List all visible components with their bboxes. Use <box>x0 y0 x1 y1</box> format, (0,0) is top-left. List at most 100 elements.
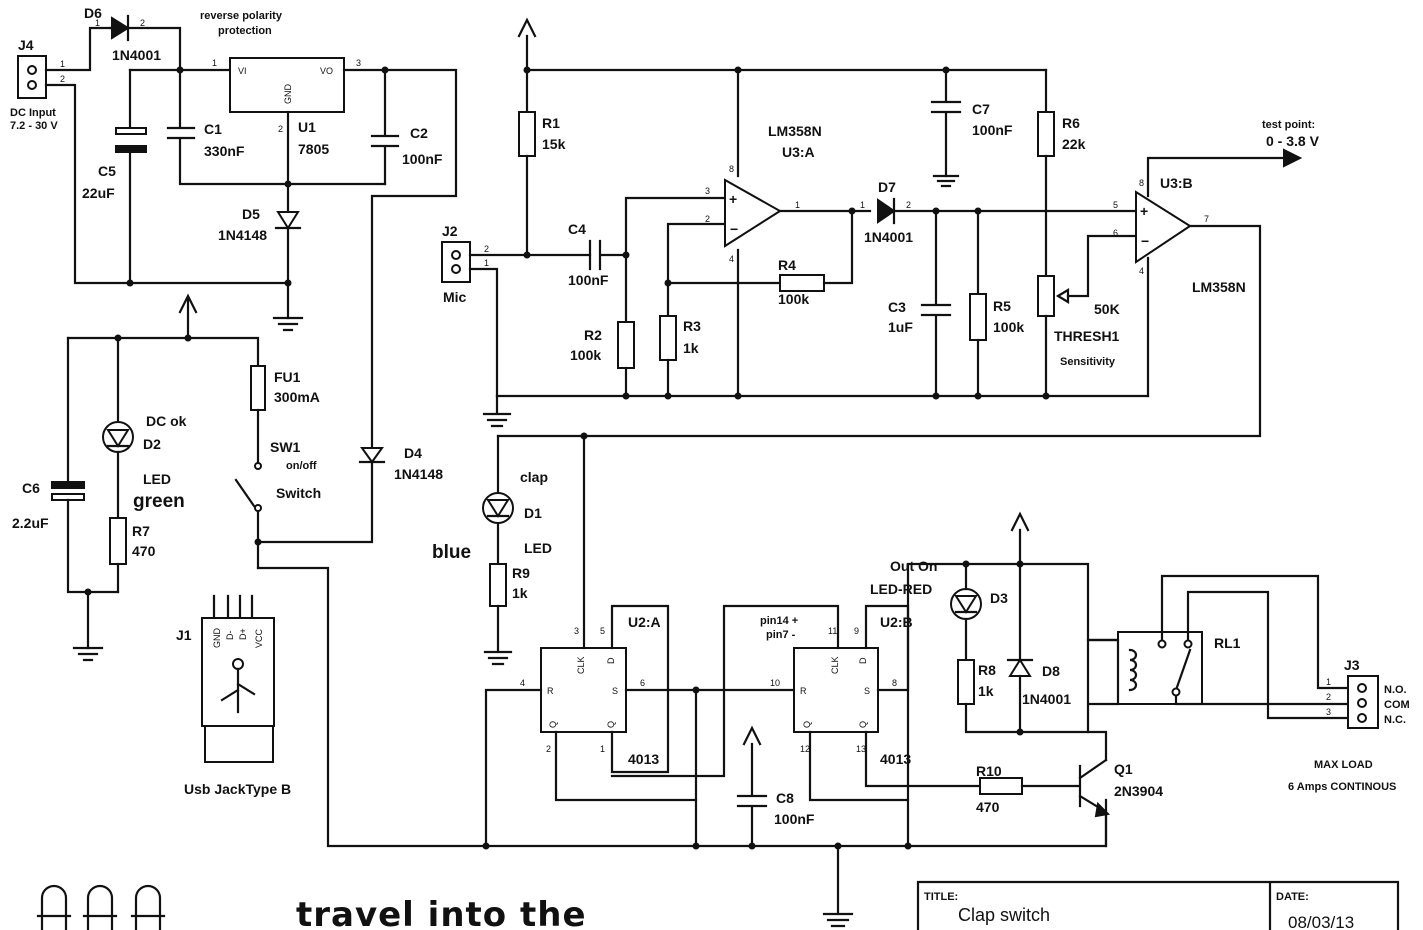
svg-text:GND: GND <box>283 84 293 105</box>
led-label-d1: LED <box>524 540 552 556</box>
r7-resistor: R7 470 <box>109 517 156 594</box>
j1-name: Usb JackType B <box>184 781 291 797</box>
c2-label: C2 <box>410 125 428 141</box>
c3-capacitor: C3 1uF <box>888 209 952 398</box>
d2-led: DC ok D2 LED green <box>102 336 187 520</box>
svg-text:CLK: CLK <box>830 656 840 674</box>
supply-arrow <box>517 17 537 72</box>
r8-value: 1k <box>978 683 994 699</box>
sw1-label: SW1 <box>270 439 301 455</box>
svg-text:Q: Q <box>802 721 812 728</box>
svg-text:2: 2 <box>705 214 710 224</box>
sw1-type: Switch <box>276 485 321 501</box>
svg-text:6: 6 <box>640 678 645 688</box>
svg-text:VO: VO <box>320 66 333 76</box>
thresh1-potentiometer: 50K THRESH1 Sensitivity <box>1037 234 1138 398</box>
svg-text:D: D <box>606 657 616 664</box>
r7-value: 470 <box>132 543 156 559</box>
j2-label: J2 <box>442 223 458 239</box>
svg-text:3: 3 <box>705 186 710 196</box>
out-on-label: Out On <box>890 558 937 574</box>
r8-resistor: R8 1k <box>957 659 1108 762</box>
svg-text:2: 2 <box>906 200 911 210</box>
ground-symbol <box>822 844 854 928</box>
max-load-label: MAX LOAD <box>1314 759 1373 771</box>
svg-text:11: 11 <box>828 626 837 636</box>
svg-text:R: R <box>800 686 807 696</box>
led-red-label: LED-RED <box>870 581 932 597</box>
d7-label: D7 <box>878 179 896 195</box>
svg-text:1: 1 <box>484 258 489 268</box>
j4-label: J4 <box>18 37 34 53</box>
svg-text:1: 1 <box>860 200 865 210</box>
d4-diode: D4 1N4148 <box>256 445 443 544</box>
d1-label: D1 <box>524 505 542 521</box>
d8-diode: D8 1N4001 <box>1006 511 1071 734</box>
com-label: COM <box>1384 699 1410 711</box>
pot-value: 50K <box>1094 301 1120 317</box>
svg-text:D: D <box>858 657 868 664</box>
r6-label: R6 <box>1062 115 1080 131</box>
pin-note-1: pin14 + <box>760 615 798 627</box>
wire <box>44 26 112 72</box>
svg-text:CLK: CLK <box>576 656 586 674</box>
r8-label: R8 <box>978 662 996 678</box>
c7-value: 100nF <box>972 122 1013 138</box>
supply-arrow <box>178 293 198 340</box>
r9-label: R9 <box>512 565 530 581</box>
j3-label: J3 <box>1344 657 1360 673</box>
u1-value: 7805 <box>298 141 329 157</box>
u2b-flipflop: CLK D R S Q Q U2:B 4013 pin14 + pin7 - 1… <box>610 604 982 848</box>
c5-label: C5 <box>98 163 116 179</box>
r1-value: 15k <box>542 136 566 152</box>
r3-value: 1k <box>683 340 699 356</box>
c4-value: 100nF <box>568 272 609 288</box>
c6-value: 2.2uF <box>12 515 49 531</box>
c5-value: 22uF <box>82 185 115 201</box>
d8-value: 1N4001 <box>1022 691 1071 707</box>
rev-polarity-label-2: protection <box>218 25 272 37</box>
svg-text:2: 2 <box>140 18 145 28</box>
c1-capacitor: C1 330nF <box>166 68 387 186</box>
thresh-label: THRESH1 <box>1054 328 1120 344</box>
svg-text:+: + <box>729 191 737 207</box>
c7-capacitor: C7 100nF <box>930 68 1013 188</box>
j3-connector: J3 N.O. COM N.C. 1 2 3 MAX LOAD 6 Amps C… <box>1288 657 1410 793</box>
blue-label: blue <box>432 542 471 563</box>
r5-value: 100k <box>993 319 1024 335</box>
r5-resistor: R5 100k <box>969 209 1024 398</box>
svg-text:−: − <box>1141 233 1149 249</box>
fu1-value: 300mA <box>274 389 320 405</box>
ground-symbol <box>72 646 104 662</box>
u2b-type: 4013 <box>880 751 911 767</box>
svg-text:2: 2 <box>484 244 489 254</box>
c8-label: C8 <box>776 790 794 806</box>
test-point-range: 0 - 3.8 V <box>1266 133 1320 149</box>
c5-capacitor: C5 22uF <box>82 68 147 285</box>
svg-text:5: 5 <box>600 626 605 636</box>
r6-resistor: R6 22k <box>1037 68 1086 278</box>
svg-text:2: 2 <box>278 124 283 134</box>
date-label: DATE: <box>1276 891 1309 903</box>
svg-text:8: 8 <box>729 164 734 174</box>
svg-text:7: 7 <box>1204 214 1209 224</box>
max-amps-label: 6 Amps CONTINOUS <box>1288 781 1396 793</box>
r4-label: R4 <box>778 257 796 273</box>
c1-label: C1 <box>204 121 222 137</box>
ground-symbol <box>272 316 304 332</box>
d5-value: 1N4148 <box>218 227 267 243</box>
c4-capacitor: C4 100nF <box>568 221 628 288</box>
rev-polarity-label: reverse polarity <box>200 10 283 22</box>
j1-usb-jack: GND D- D+ VCC J1 Usb JackType B <box>176 594 291 797</box>
d5-label: D5 <box>242 206 260 222</box>
q1-value: 2N3904 <box>1114 783 1163 799</box>
r7-label: R7 <box>132 523 150 539</box>
d7-diode: D7 1N4001 1 2 <box>860 179 1138 245</box>
c3-value: 1uF <box>888 319 913 335</box>
banner-text: travel into the <box>296 895 587 930</box>
svg-text:−: − <box>730 221 738 237</box>
svg-text:VCC: VCC <box>254 628 264 648</box>
svg-text:1: 1 <box>60 59 65 69</box>
svg-text:1: 1 <box>795 200 800 210</box>
